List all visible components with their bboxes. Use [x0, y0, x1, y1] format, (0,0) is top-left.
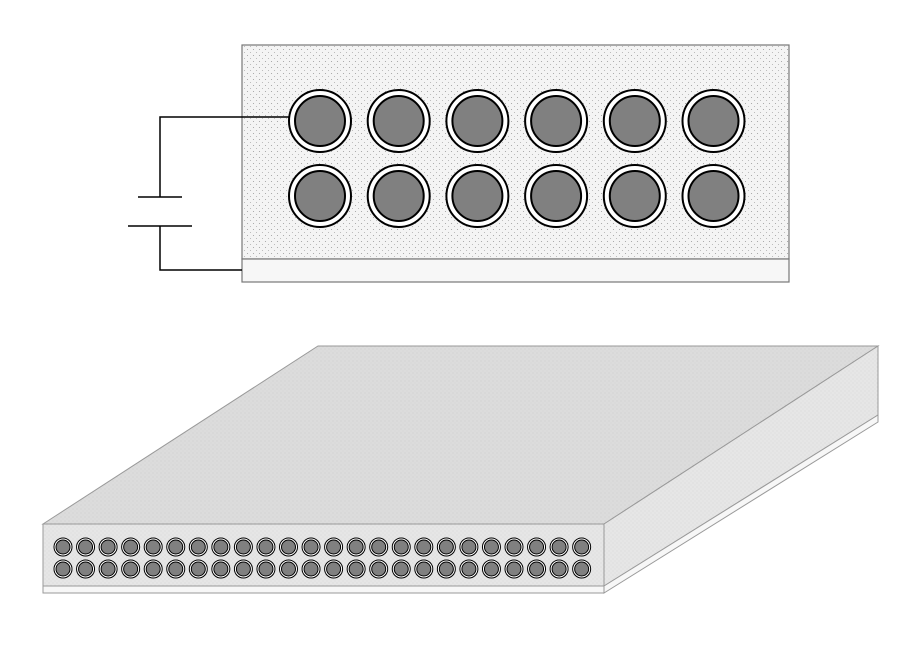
fiber — [366, 164, 431, 228]
fiber — [188, 537, 208, 557]
fiber — [366, 89, 431, 153]
slab-fiber-grid — [53, 537, 592, 579]
fiber — [121, 537, 141, 557]
fiber — [256, 537, 276, 557]
fiber — [53, 537, 73, 557]
fiber — [549, 559, 569, 579]
fiber — [288, 164, 352, 228]
fiber — [188, 559, 208, 579]
fiber — [445, 164, 510, 228]
fiber — [76, 559, 96, 579]
fiber — [436, 559, 456, 579]
cross-section — [128, 44, 790, 283]
fiber — [256, 559, 276, 579]
upper-wire — [159, 116, 289, 197]
fiber-grid — [288, 89, 746, 228]
fiber — [143, 537, 163, 557]
fiber — [572, 559, 592, 579]
lower-wire — [159, 226, 242, 271]
base-strip — [241, 258, 790, 283]
fiber — [602, 89, 667, 153]
fiber — [681, 164, 746, 228]
fiber — [98, 537, 118, 557]
fiber — [279, 559, 298, 579]
fiber — [391, 537, 411, 557]
fiber — [233, 537, 253, 557]
fiber — [602, 164, 667, 228]
fiber — [414, 559, 434, 579]
fiber — [143, 559, 163, 579]
fiber — [121, 559, 141, 579]
fiber — [53, 559, 73, 579]
fiber — [301, 559, 321, 579]
fiber — [279, 537, 298, 557]
fiber — [549, 537, 569, 557]
fiber — [459, 559, 479, 579]
fiber — [346, 559, 366, 579]
fiber — [211, 537, 231, 557]
fiber — [211, 559, 231, 579]
composite-slab — [41, 345, 880, 594]
fiber — [414, 537, 434, 557]
fiber — [166, 559, 186, 579]
fiber — [288, 89, 352, 153]
fiber — [504, 537, 524, 557]
fiber — [445, 89, 510, 153]
slab-front-base-strip — [42, 585, 605, 594]
fiber — [527, 537, 547, 557]
fiber — [527, 559, 547, 579]
fiber — [524, 89, 589, 153]
fiber — [324, 537, 344, 557]
circuit — [128, 116, 289, 271]
fiber — [98, 559, 118, 579]
fiber — [481, 559, 501, 579]
fiber — [481, 537, 501, 557]
fiber — [346, 537, 366, 557]
fiber — [233, 559, 253, 579]
fiber — [76, 537, 96, 557]
fiber — [369, 537, 389, 557]
fiber — [459, 537, 479, 557]
fiber — [572, 537, 592, 557]
fiber — [369, 559, 389, 579]
fiber — [681, 89, 746, 153]
fiber — [301, 537, 321, 557]
fiber — [166, 537, 186, 557]
fiber — [436, 537, 456, 557]
fiber — [391, 559, 411, 579]
fiber — [524, 164, 589, 228]
fiber — [324, 559, 344, 579]
fiber — [504, 559, 524, 579]
